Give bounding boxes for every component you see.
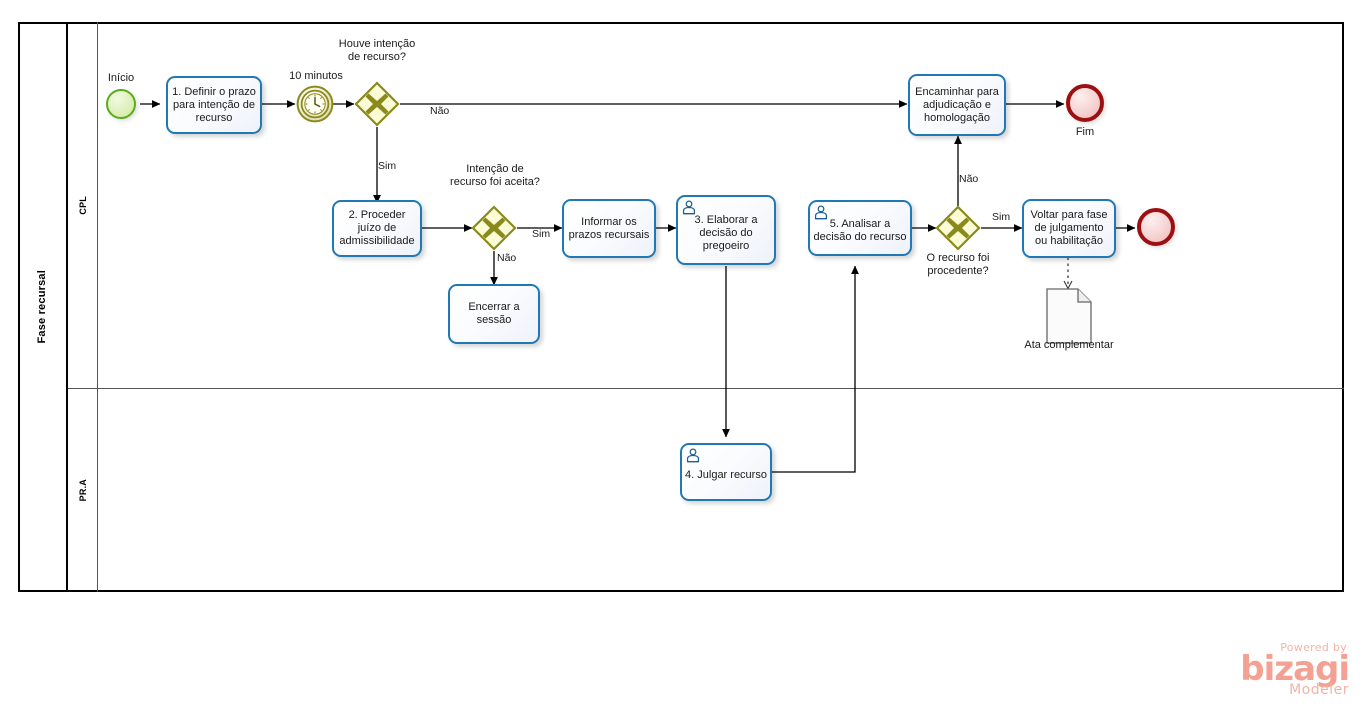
task-proceder-juizo[interactable]: 2. Proceder juízo de admissibilidade	[332, 200, 422, 257]
flow-label-g1-nao: Não	[430, 105, 450, 117]
task-label: Voltar para fase de julgamento ou habili…	[1030, 209, 1108, 247]
task-elaborar-decisao-pregoeiro[interactable]: 3. Elaborar a decisão do pregoeiro	[676, 195, 776, 265]
gateway-houve-intencao[interactable]	[354, 81, 400, 127]
task-encaminhar-adjudicacao[interactable]: Encaminhar para adjudicação e homologaçã…	[908, 74, 1006, 136]
task-label: Encerrar a sessão	[468, 301, 520, 326]
user-task-icon	[686, 448, 700, 463]
task-analisar-decisao-recurso[interactable]: 5. Analisar a decisão do recurso	[808, 200, 912, 256]
lane-header-pra: PR.A	[68, 388, 98, 592]
timer-icon	[296, 85, 334, 123]
pool-title: Fase recursal	[18, 22, 68, 592]
end-event-fim-label: Fim	[1075, 126, 1095, 138]
watermark-powered-by: Powered by	[1280, 641, 1347, 654]
timer-intermediate-event[interactable]	[296, 85, 334, 123]
task-julgar-recurso[interactable]: 4. Julgar recurso	[680, 443, 772, 501]
gateway-intencao-aceita-label: Intenção de recurso foi aceita?	[450, 163, 540, 188]
watermark-product: Modeler	[1289, 682, 1349, 698]
gateway-intencao-aceita[interactable]	[471, 205, 517, 251]
flow-label-g2-sim: Sim	[532, 228, 551, 240]
task-label: Encaminhar para adjudicação e homologaçã…	[915, 85, 999, 124]
flow-label-g1-sim: Sim	[378, 160, 397, 172]
task-encerrar-sessao[interactable]: Encerrar a sessão	[448, 284, 540, 344]
gateway-recurso-procedente-label: O recurso foi procedente?	[926, 252, 990, 277]
document-icon	[1046, 288, 1092, 344]
user-task-icon	[682, 200, 696, 215]
task-informar-prazos[interactable]: Informar os prazos recursais	[562, 199, 656, 258]
flow-label-g2-nao: Não	[497, 252, 517, 264]
exclusive-gateway-icon	[354, 81, 400, 127]
task-label: 3. Elaborar a decisão do pregoeiro	[694, 214, 758, 252]
start-event-label: Início	[107, 72, 135, 84]
exclusive-gateway-icon	[471, 205, 517, 251]
user-task-icon	[814, 205, 828, 220]
end-event-fim[interactable]	[1066, 84, 1104, 122]
bizagi-watermark: Powered by bizagi Modeler	[1240, 641, 1350, 698]
timer-event-label: 10 minutos	[289, 70, 343, 82]
task-label: 2. Proceder juízo de admissibilidade	[339, 209, 415, 247]
task-voltar-fase-julgamento[interactable]: Voltar para fase de julgamento ou habili…	[1022, 199, 1116, 258]
flow-label-g3-nao: Não	[959, 173, 979, 185]
data-object-label: Ata complementar	[1024, 339, 1114, 351]
lane-header-cpl: CPL	[68, 22, 98, 388]
end-event-secondary[interactable]	[1137, 208, 1175, 246]
task-label: 4. Julgar recurso	[685, 468, 767, 481]
watermark-brand: bizagi	[1240, 649, 1350, 689]
task-label: Informar os prazos recursais	[568, 215, 650, 241]
exclusive-gateway-icon	[935, 205, 981, 251]
task-definir-prazo[interactable]: 1. Definir o prazo para intenção de recu…	[166, 76, 262, 134]
flow-label-g3-sim: Sim	[992, 211, 1011, 223]
task-label: 1. Definir o prazo para intenção de recu…	[172, 85, 256, 124]
lane-separator	[68, 388, 1344, 389]
data-object-ata-complementar[interactable]	[1046, 288, 1092, 344]
flow-t9-to-t6	[772, 265, 859, 473]
gateway-houve-intencao-label: Houve intenção de recurso?	[338, 38, 416, 63]
start-event[interactable]	[106, 89, 136, 119]
gateway-recurso-procedente[interactable]	[935, 205, 981, 251]
task-label: 5. Analisar a decisão do recurso	[813, 218, 907, 243]
